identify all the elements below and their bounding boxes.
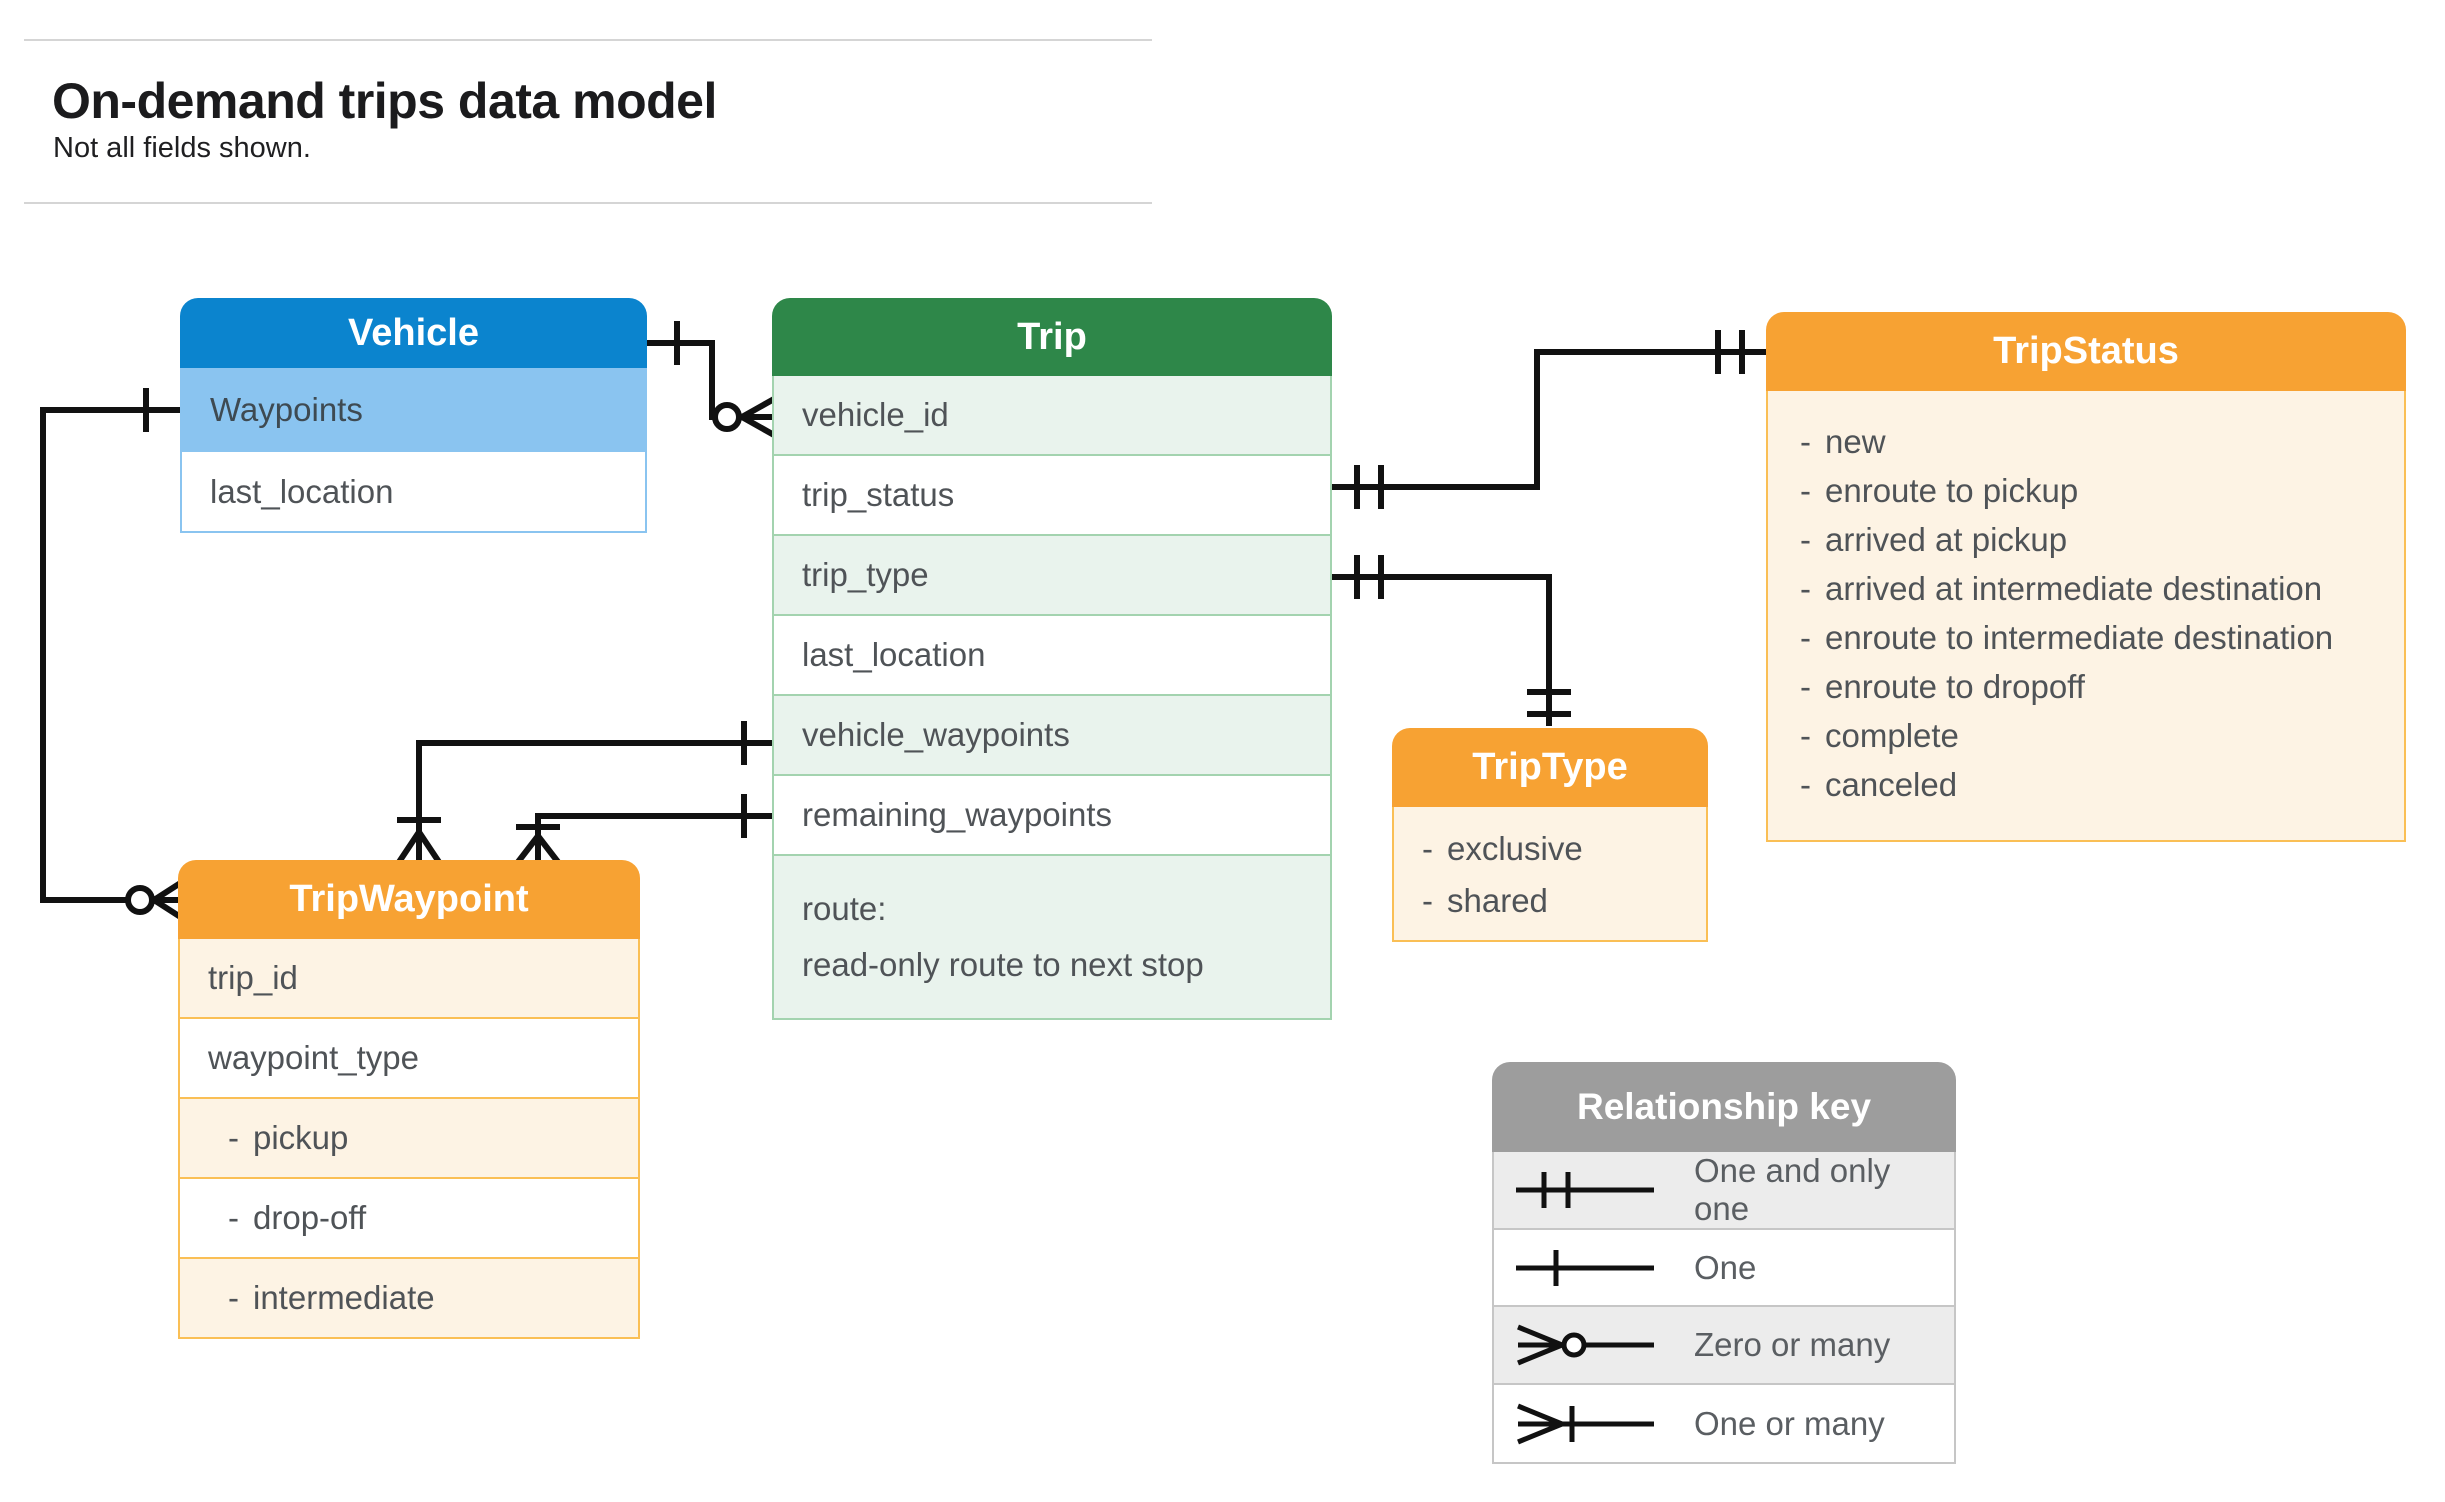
zero-or-many-icon — [1517, 1324, 1654, 1366]
relationship-key-header: Relationship key — [1492, 1062, 1956, 1152]
legend-label: One and only one — [1694, 1152, 1891, 1227]
legend-label: One or many — [1694, 1404, 1885, 1442]
connector-trip-remaining-waypoints-to-tripwaypoint — [515, 794, 772, 864]
field-row-vehicle-last-location: last_location — [210, 472, 394, 510]
relationship-key-body: One and only one One Zero or many — [1492, 1152, 1956, 1464]
one-icon — [1516, 1249, 1654, 1286]
enum-value-enroute-to-intermediate-destination: enroute to intermediate destination — [1800, 613, 2384, 662]
entity-trip-body: vehicle_id trip_status trip_type last_lo… — [772, 376, 1332, 1020]
field-row-trip-id: trip_id — [180, 939, 638, 1019]
enum-value-enroute-to-pickup: enroute to pickup — [1800, 466, 2384, 515]
enum-value-arrived-at-intermediate-destination: arrived at intermediate destination — [1800, 564, 2384, 613]
connector-trip-status-to-tripstatus — [1332, 330, 1766, 509]
enum-value-exclusive: exclusive — [1422, 823, 1696, 875]
page-title: On-demand trips data model — [52, 73, 717, 129]
route-label: route: — [802, 890, 887, 927]
field-row-vehicle-id: vehicle_id — [774, 376, 1330, 456]
entity-vehicle-body: Waypoints last_location — [180, 368, 647, 533]
one-and-only-one-icon — [1516, 1172, 1654, 1208]
entity-tripstatus-body: new enroute to pickup arrived at pickup … — [1766, 391, 2406, 842]
page-subtitle: Not all fields shown. — [53, 132, 311, 164]
route-note: read-only route to next stop — [802, 946, 1204, 983]
entity-triptype: TripType exclusive shared — [1392, 728, 1708, 942]
field-row-waypoints: Waypoints — [182, 368, 645, 452]
entity-tripwaypoint: TripWaypoint trip_id waypoint_type picku… — [178, 860, 640, 1339]
enum-value-enroute-to-dropoff: enroute to dropoff — [1800, 662, 2384, 711]
connector-trip-vehicle-waypoints-to-tripwaypoint — [396, 721, 772, 864]
legend-row-one: One — [1494, 1230, 1954, 1307]
field-row-trip-type: trip_type — [774, 536, 1330, 616]
legend-label: One — [1694, 1248, 1757, 1286]
connector-trip-type-to-triptype — [1332, 555, 1571, 726]
relationship-key: Relationship key One and only one One — [1492, 1062, 1956, 1464]
entity-triptype-body: exclusive shared — [1392, 807, 1708, 942]
field-row-remaining-waypoints: remaining_waypoints — [774, 776, 1330, 856]
enum-value-new: new — [1800, 417, 2384, 466]
entity-vehicle-header: Vehicle — [180, 298, 647, 368]
entity-tripstatus-header: TripStatus — [1766, 312, 2406, 391]
legend-row-one-or-many: One or many — [1494, 1385, 1954, 1462]
entity-trip-header: Trip — [772, 298, 1332, 376]
enum-value-arrived-at-pickup: arrived at pickup — [1800, 515, 2384, 564]
entity-tripstatus: TripStatus new enroute to pickup arrived… — [1766, 312, 2406, 842]
connector-vehicle-waypoints-to-tripwaypoint — [40, 388, 184, 921]
entity-tripwaypoint-header: TripWaypoint — [178, 860, 640, 939]
enum-value-canceled: canceled — [1800, 760, 2384, 809]
entity-tripwaypoint-body: trip_id waypoint_type pickup drop-off in… — [178, 939, 640, 1339]
enum-value-intermediate: intermediate — [180, 1259, 638, 1337]
one-or-many-icon — [1517, 1403, 1654, 1444]
enum-value-shared: shared — [1422, 875, 1696, 927]
field-row-trip-last-location: last_location — [774, 616, 1330, 696]
legend-row-one-and-only-one: One and only one — [1494, 1152, 1954, 1230]
legend-row-zero-or-many: Zero or many — [1494, 1307, 1954, 1385]
connector-vehicle-to-trip-vehicle-id — [647, 321, 776, 438]
legend-label: Zero or many — [1694, 1326, 1891, 1363]
entity-triptype-header: TripType — [1392, 728, 1708, 807]
enum-value-drop-off: drop-off — [180, 1179, 638, 1259]
field-row-vehicle-waypoints: vehicle_waypoints — [774, 696, 1330, 776]
entity-trip: Trip vehicle_id trip_status trip_type la… — [772, 298, 1332, 1020]
enum-value-complete: complete — [1800, 711, 2384, 760]
enum-value-pickup: pickup — [180, 1099, 638, 1179]
entity-vehicle: Vehicle Waypoints last_location — [180, 298, 647, 533]
title-bottom-divider — [24, 202, 1152, 204]
top-divider — [24, 39, 1152, 41]
field-row-route: route: read-only route to next stop — [774, 856, 1330, 1018]
field-row-trip-status: trip_status — [774, 456, 1330, 536]
field-row-waypoint-type: waypoint_type — [180, 1019, 638, 1099]
